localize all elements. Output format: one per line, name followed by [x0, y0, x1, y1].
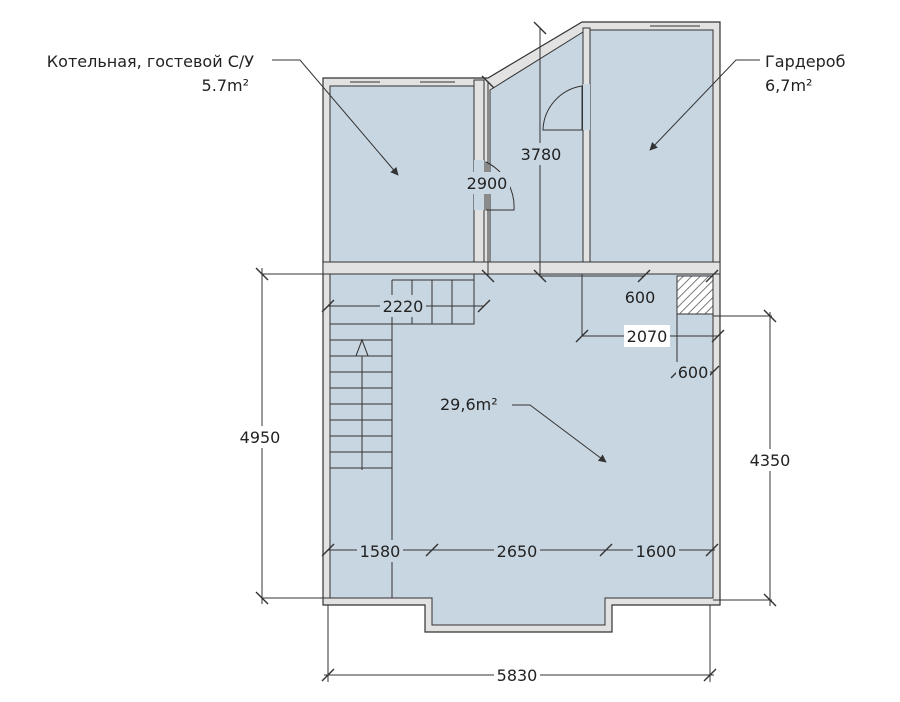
dim-label-2650: 2650 — [497, 542, 538, 561]
floor-boiler-room — [329, 85, 475, 263]
leader-wardrobe — [649, 59, 760, 151]
column-hatched — [676, 275, 714, 315]
dim-label-2070: 2070 — [627, 327, 668, 346]
dim-label-1580: 1580 — [360, 542, 401, 561]
dim-label-bg-1580 — [357, 540, 403, 562]
room-area-wardrobe: 6,7m² — [765, 76, 812, 95]
dimension-600-top — [637, 269, 719, 283]
dim-label-bg-3780 — [518, 143, 564, 165]
dim-label-600-side: 600 — [678, 363, 709, 382]
leader-hall — [512, 404, 607, 463]
dim-label-4950: 4950 — [240, 428, 281, 447]
dim-label-1600: 1600 — [636, 542, 677, 561]
room-name-wardrobe: Гардероб — [765, 52, 845, 71]
dim-label-bg-2220 — [380, 295, 426, 317]
room-area-boiler: 5.7m² — [202, 76, 249, 95]
dim-label-bg-5830 — [494, 664, 540, 686]
dim-label-bg-4950 — [236, 426, 286, 448]
partition-wall-wardrobe — [582, 27, 591, 263]
dim-label-4350: 4350 — [750, 451, 791, 470]
dim-label-2900: 2900 — [467, 174, 508, 193]
dim-label-bg-600-side — [676, 362, 710, 382]
dim-label-bg-2070 — [624, 325, 670, 347]
door-gap-wardrobe — [583, 84, 590, 130]
partition-wall-horizontal — [322, 261, 721, 275]
stair-arrow-icon — [355, 338, 369, 357]
leader-boiler — [272, 59, 399, 176]
dim-label-bg-1600 — [633, 540, 679, 562]
door-swing-wardrobe — [542, 85, 583, 131]
room-area-hall: 29,6m² — [440, 395, 498, 414]
dim-label-bg-4350 — [745, 449, 795, 471]
floor-wardrobe — [589, 29, 714, 263]
dimension-2070 — [575, 274, 725, 343]
dim-label-600-top: 600 — [625, 288, 656, 307]
room-name-boiler: Котельная, гостевой С/У — [47, 52, 254, 71]
dim-label-bg-2650 — [494, 540, 540, 562]
dim-label-2220: 2220 — [383, 297, 424, 316]
dim-label-3780: 3780 — [521, 145, 562, 164]
dim-label-bg-2900 — [464, 172, 510, 194]
dim-label-5830: 5830 — [497, 666, 538, 685]
